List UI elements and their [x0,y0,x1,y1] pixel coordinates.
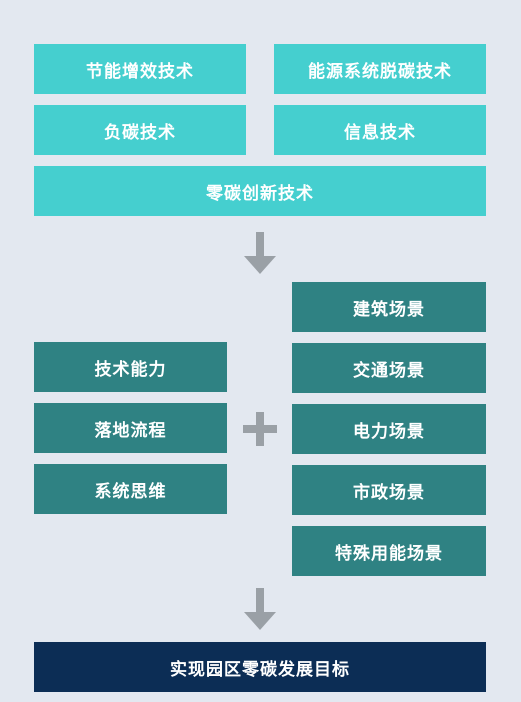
energy-efficiency-tech-box: 节能增效技术 [34,44,246,94]
scenario-box-municipal: 市政场景 [292,465,486,515]
negative-carbon-tech-box: 负碳技术 [34,105,246,155]
zero-carbon-goal-box: 实现园区零碳发展目标 [34,642,486,692]
zero-carbon-innovation-tech-box: 零碳创新技术 [34,166,486,216]
down-arrow-icon [244,232,276,274]
scenario-box-transport: 交通场景 [292,343,486,393]
capability-box-technical: 技术能力 [34,342,227,392]
capability-box-systems: 系统思维 [34,464,227,514]
plus-icon [243,412,277,446]
energy-decarbonization-tech-box: 能源系统脱碳技术 [274,44,486,94]
scenario-box-power: 电力场景 [292,404,486,454]
scenario-box-special-energy: 特殊用能场景 [292,526,486,576]
capability-box-process: 落地流程 [34,403,227,453]
down-arrow-icon [244,588,276,630]
scenario-box-building: 建筑场景 [292,282,486,332]
information-tech-box: 信息技术 [274,105,486,155]
